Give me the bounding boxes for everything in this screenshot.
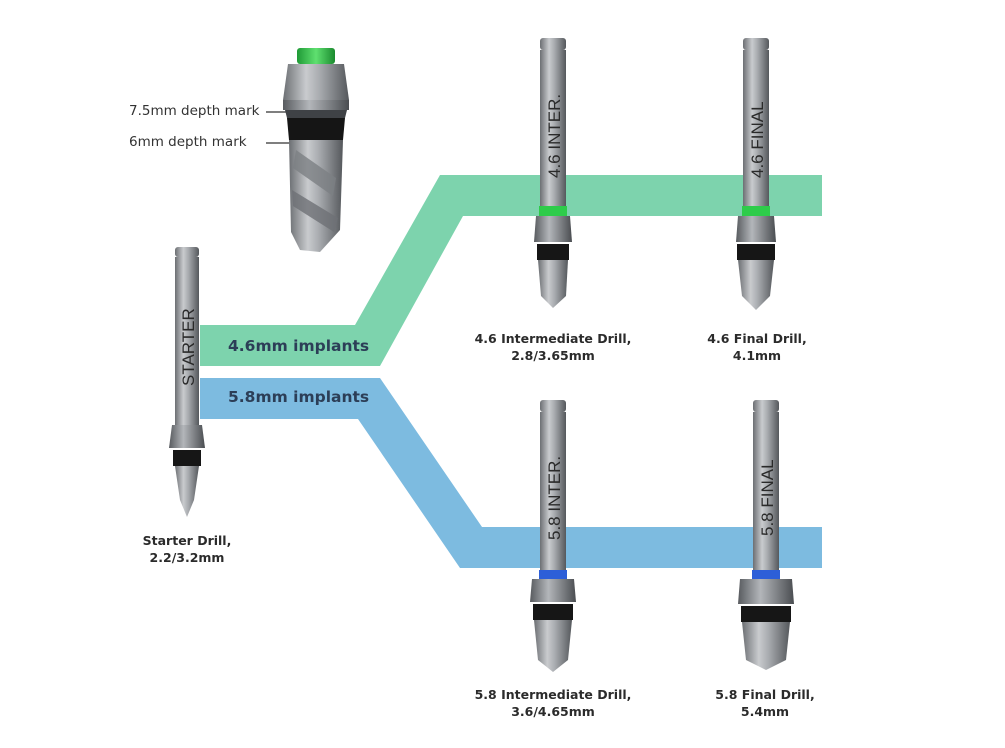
final-58-drill-caption: 5.8 Final Drill, 5.4mm — [690, 686, 840, 720]
final-58-drill-illustration: 5.8 FINAL — [738, 400, 794, 670]
inter-46-caption-line2: 2.8/3.65mm — [511, 348, 595, 363]
final-46-caption-line2: 4.1mm — [732, 348, 782, 363]
final-46-shaft-text: 4.6 FINAL — [748, 101, 767, 178]
final-46-drill-caption: 4.6 Final Drill, 4.1mm — [682, 330, 832, 364]
final-58-shaft-text: 5.8 FINAL — [758, 459, 777, 536]
inter-58-drill-caption: 5.8 Intermediate Drill, 3.6/4.65mm — [463, 686, 643, 720]
depth-mark-7-5-label: 7.5mm depth mark — [129, 103, 260, 119]
final-58-caption-line1: 5.8 Final Drill, — [715, 687, 815, 702]
inter-46-drill-illustration: 4.6 INTER. — [534, 38, 572, 308]
inter-46-drill-caption: 4.6 Intermediate Drill, 2.8/3.65mm — [463, 330, 643, 364]
final-46-drill-illustration: 4.6 FINAL — [736, 38, 776, 310]
starter-drill-illustration: STARTER — [169, 247, 205, 517]
starter-drill-caption: Starter Drill, 2.2/3.2mm — [112, 532, 262, 566]
inter-46-caption-line1: 4.6 Intermediate Drill, — [474, 331, 632, 346]
inter-46-shaft-text: 4.6 INTER. — [545, 94, 564, 178]
blue-implant-band — [200, 378, 822, 568]
final-58-caption-line2: 5.4mm — [740, 704, 790, 719]
starter-caption-line1: Starter Drill, — [142, 533, 232, 548]
depth-mark-6-label: 6mm depth mark — [129, 134, 247, 150]
starter-shaft-text: STARTER — [179, 308, 198, 386]
inter-58-caption-line2: 3.6/4.65mm — [511, 704, 595, 719]
drill-tip-closeup — [283, 48, 349, 252]
black-depth-band — [287, 118, 345, 140]
inter-58-shaft-text: 5.8 INTER. — [545, 456, 564, 540]
inter-58-caption-line1: 5.8 Intermediate Drill, — [474, 687, 632, 702]
final-46-caption-line1: 4.6 Final Drill, — [707, 331, 807, 346]
starter-caption-line2: 2.2/3.2mm — [149, 550, 225, 565]
inter-58-drill-illustration: 5.8 INTER. — [530, 400, 576, 672]
blue-band-label: 5.8mm implants — [228, 388, 370, 406]
green-band-label: 4.6mm implants — [228, 337, 370, 355]
